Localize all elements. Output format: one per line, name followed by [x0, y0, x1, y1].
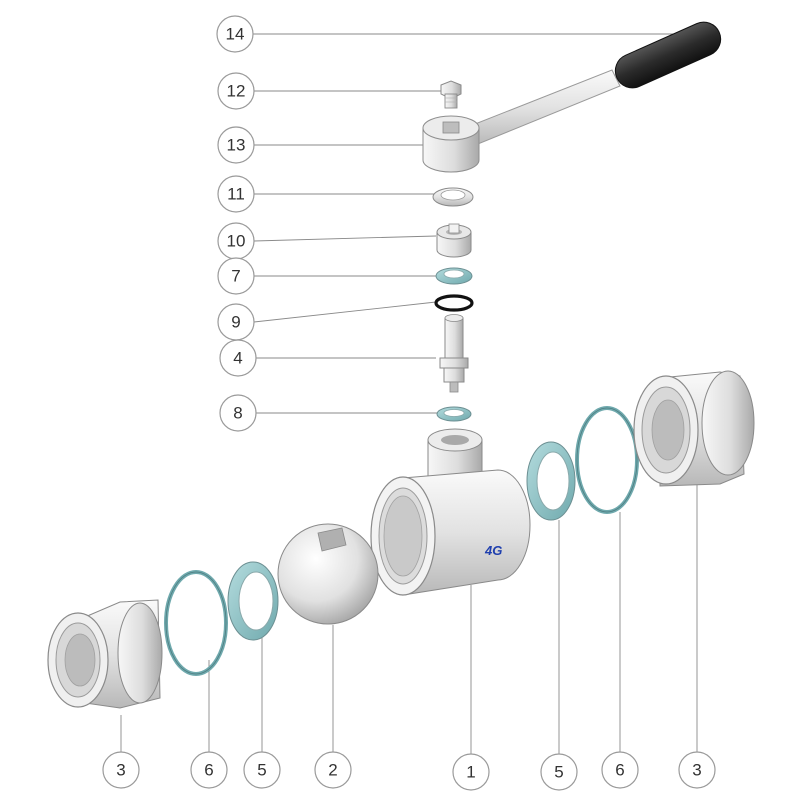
stem-thrust-seal [436, 406, 472, 422]
stem-seal-ring [435, 267, 473, 285]
svg-text:10: 10 [227, 232, 246, 251]
o-ring-left [164, 570, 228, 676]
valve-stem [439, 314, 469, 393]
svg-text:8: 8 [233, 404, 242, 423]
callout-5-left: 5 [243, 751, 281, 789]
valve-body [370, 428, 531, 596]
callout-1: 1 [452, 753, 490, 791]
ball [277, 523, 379, 625]
callout-4: 4 [219, 339, 257, 377]
end-connector-right [633, 370, 755, 487]
callout-2: 2 [314, 751, 352, 789]
svg-text:3: 3 [116, 761, 125, 780]
svg-text:3: 3 [692, 761, 701, 780]
callout-10: 10 [217, 222, 255, 260]
callout-9: 9 [217, 303, 255, 341]
callout-6-right: 6 [601, 751, 639, 789]
callout-12: 12 [217, 72, 255, 110]
svg-text:11: 11 [227, 185, 245, 204]
brand-logo: 4G [484, 543, 502, 558]
svg-text:5: 5 [257, 761, 266, 780]
handle-hub [422, 115, 480, 173]
leader-lines [120, 33, 698, 754]
callout-3-right: 3 [678, 751, 716, 789]
callout-14: 14 [216, 15, 254, 53]
handle-lever [464, 21, 722, 147]
callout-6-left: 6 [190, 751, 228, 789]
handle-bolt [440, 80, 462, 109]
leader-9 [253, 301, 437, 323]
svg-text:2: 2 [328, 761, 337, 780]
callout-13: 13 [217, 126, 255, 164]
stem-o-ring [434, 294, 474, 312]
svg-text:12: 12 [227, 82, 246, 101]
callout-11: 11 [217, 175, 255, 213]
callout-3-left: 3 [102, 751, 140, 789]
seat-ring-right [526, 441, 576, 521]
svg-text:5: 5 [554, 763, 563, 782]
callout-7: 7 [217, 257, 255, 295]
svg-text:1: 1 [466, 763, 475, 782]
callout-5-right: 5 [540, 753, 578, 791]
svg-text:14: 14 [226, 25, 245, 44]
washer [432, 187, 474, 207]
svg-text:13: 13 [227, 136, 246, 155]
gland-nut [436, 223, 472, 258]
svg-text:6: 6 [615, 761, 624, 780]
svg-text:6: 6 [204, 761, 213, 780]
leader-10 [253, 235, 437, 242]
callout-8: 8 [219, 394, 257, 432]
svg-text:7: 7 [231, 267, 240, 286]
svg-text:9: 9 [231, 313, 240, 332]
o-ring-right [575, 406, 639, 514]
svg-text:4: 4 [233, 349, 242, 368]
end-connector-left [47, 599, 163, 709]
seat-ring-left [227, 561, 279, 641]
